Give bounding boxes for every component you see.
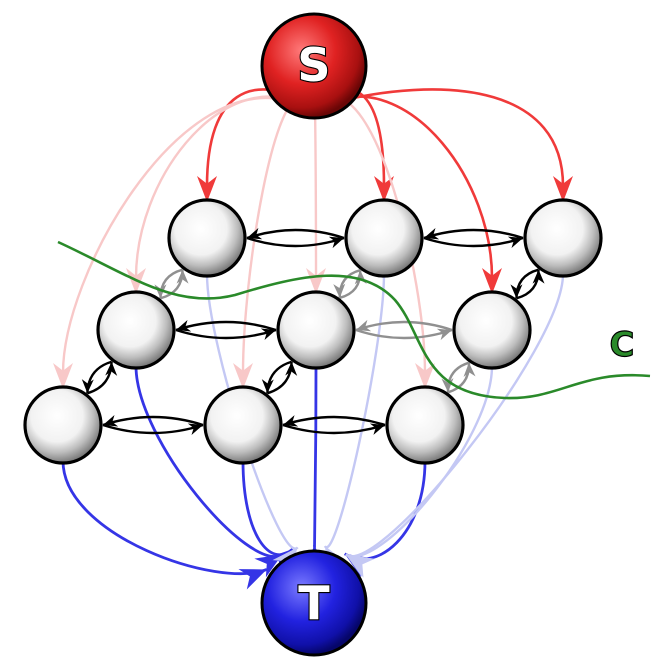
sink-edge-n22 [343, 460, 427, 561]
cut-curve [57, 240, 651, 400]
grid-arrowhead-n01-n11-0 [333, 283, 346, 298]
grid-arrowhead-n11-n12-1 [356, 319, 372, 332]
source-arrowhead-n02 [553, 176, 573, 202]
cut-layer: C [57, 240, 651, 400]
grid-edge-n01-n02 [423, 228, 524, 240]
grid-arrowhead-n00-n01-1 [247, 227, 263, 240]
pixel-nodes [23, 198, 603, 465]
grid-edge-n21-n22 [282, 423, 386, 435]
grid-arrowhead-n21-n22-0 [369, 423, 385, 435]
sink-edge-n02 [346, 273, 565, 558]
pixel-node-n22 [385, 385, 465, 465]
sink-node: T [260, 549, 368, 657]
grid-arrowhead-n01-n02-0 [507, 236, 523, 249]
sink-arrowhead-n20 [238, 569, 267, 590]
source-node: S [260, 12, 368, 120]
grid-edge-n11-n12 [355, 320, 453, 332]
source-label: S [297, 38, 330, 92]
grid-arrowhead-n12-n22-1 [463, 362, 476, 377]
grid-edge-n10-n11 [175, 320, 277, 332]
sink-edge-n11 [313, 365, 318, 549]
sink-edge-n20 [61, 460, 268, 575]
pixel-node-n01 [344, 198, 424, 278]
sink-arrowhead-n12 [345, 554, 374, 578]
grid-edge-n21-n22 [282, 415, 386, 427]
source-arrowhead-n21 [233, 363, 253, 389]
sink-label: T [298, 576, 330, 630]
source-arrowhead-n11 [306, 268, 326, 294]
grid-arrowhead-n21-n22-1 [283, 415, 299, 427]
grid-arrowhead-n10-n11-0 [260, 328, 276, 340]
grid-arrowhead-n02-n12-1 [532, 269, 545, 284]
grid-edge-n20-n21 [102, 415, 204, 427]
source-edge-n12 [334, 95, 494, 279]
grid-arrowhead-n11-n21-1 [285, 361, 298, 376]
source-arrowhead-n12 [482, 268, 502, 294]
grid-edge-n00-n01 [246, 236, 345, 248]
grid-arrowhead-n00-n10-1 [176, 269, 189, 284]
source-arrowhead-n00 [197, 176, 217, 202]
source-arrowhead-n22 [415, 363, 435, 389]
grid-arrowhead-n02-n12-0 [510, 284, 523, 299]
pixel-node-n00 [167, 198, 247, 278]
grid-arrowhead-n00-n01-0 [328, 236, 344, 249]
grid-arrowhead-n11-n12-0 [436, 328, 452, 341]
pixel-node-n12 [452, 290, 532, 370]
source-arrowhead-n01 [374, 176, 394, 202]
grid-arrowhead-n20-n21-0 [187, 423, 203, 435]
pixel-node-n11 [276, 290, 356, 370]
grid-arrowhead-n10-n20-0 [81, 379, 94, 394]
grid-edges [81, 227, 545, 435]
grid-arrowhead-n01-n02-1 [424, 227, 440, 240]
grid-edge-n01-n02 [423, 236, 524, 248]
grid-arrowhead-n10-n11-1 [176, 320, 192, 332]
source-arrowhead-n20 [53, 363, 73, 389]
pixel-node-n20 [23, 385, 103, 465]
pixel-node-n10 [96, 290, 176, 370]
sink-edge-n01 [323, 273, 386, 549]
grid-edge-n00-n01 [246, 228, 345, 240]
grid-arrowhead-n10-n20-1 [105, 361, 118, 376]
source-edge-n11 [313, 95, 318, 279]
grid-edge-n10-n11 [175, 328, 277, 340]
pixel-node-n02 [523, 198, 603, 278]
pixel-node-n21 [203, 385, 283, 465]
cut-label: C [610, 325, 635, 365]
sink-edge-n10 [134, 365, 284, 558]
grid-edge-n20-n21 [102, 423, 204, 435]
grid-arrowhead-n11-n21-0 [261, 379, 274, 394]
grid-arrowhead-n20-n21-1 [103, 415, 119, 427]
source-edge-n02 [343, 88, 565, 187]
source-edge-n20 [61, 96, 285, 374]
grid-edge-n11-n12 [355, 328, 453, 340]
